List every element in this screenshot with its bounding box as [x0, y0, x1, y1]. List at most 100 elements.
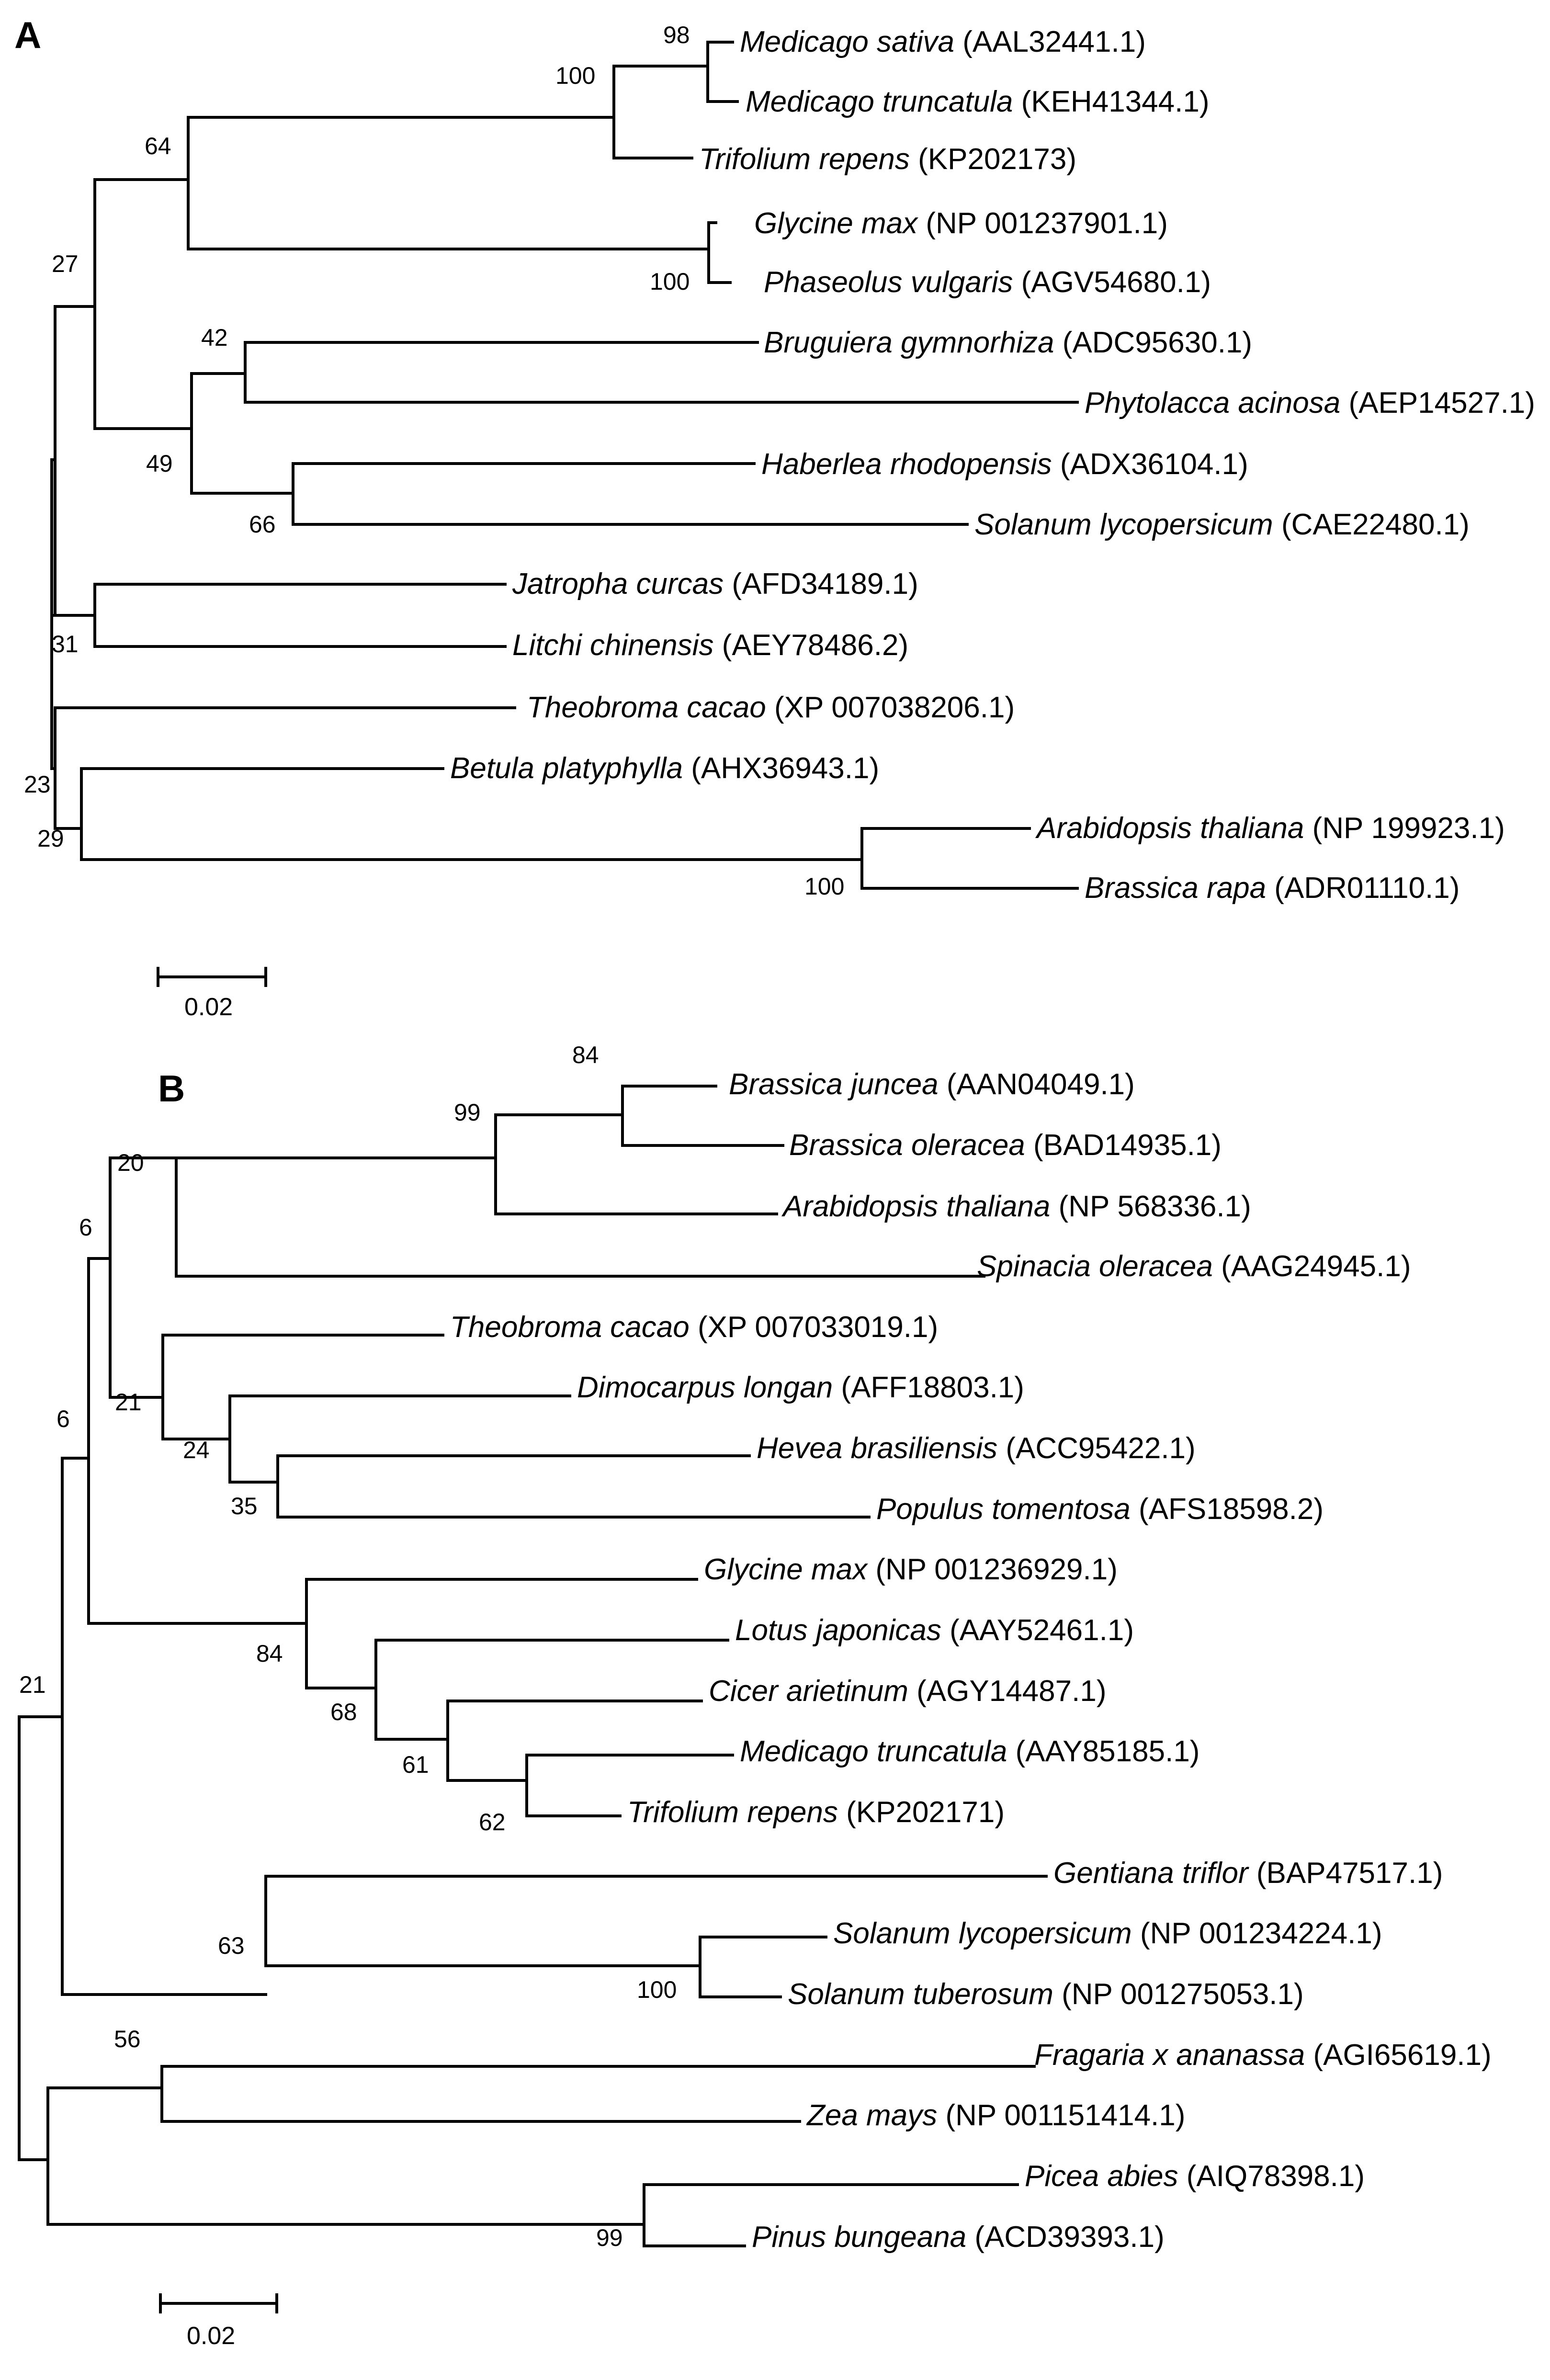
- support-value: 56: [114, 2026, 141, 2052]
- support-value: 35: [231, 1493, 258, 1519]
- tree-branch: [50, 706, 516, 830]
- tree-branch: [187, 116, 710, 250]
- support-value: 29: [37, 825, 64, 852]
- leaf-label: Phaseolus vulgaris (AGV54680.1): [764, 266, 1211, 299]
- tree-branch: [228, 1394, 571, 1484]
- leaf-label: Cicer arietinum (AGY14487.1): [709, 1675, 1106, 1708]
- leaf-label: Hevea brasiliensis (ACC95422.1): [757, 1432, 1196, 1465]
- leaf-label: Glycine max (NP 001236929.1): [704, 1553, 1118, 1586]
- leaf-label: Arabidopsis thaliana (NP 568336.1): [781, 1190, 1251, 1223]
- panel-b-label: B: [158, 1067, 185, 1110]
- leaf-label: Litchi chinensis (AEY78486.2): [512, 629, 908, 662]
- panel-b-leaf-labels: Brassica juncea (AAN04049.1) Brassica ol…: [450, 1068, 1492, 2254]
- panel-a-support-values: 98 100 64 27 100 42 49 66 31 23 29 100: [24, 22, 844, 900]
- tree-branch: [93, 583, 507, 648]
- leaf-label: Jatropha curcas (AFD34189.1): [512, 567, 918, 601]
- support-value: 21: [19, 1671, 46, 1698]
- leaf-label: Solanum tuberosum (NP 001275053.1): [788, 1978, 1304, 2011]
- tree-branch: [161, 1334, 444, 1440]
- leaf-label: Arabidopsis thaliana (NP 199923.1): [1035, 812, 1505, 845]
- tree-branch: [446, 1700, 703, 1782]
- leaf-label: Dimocarpus longan (AFF18803.1): [577, 1371, 1024, 1404]
- tree-branch: [860, 827, 1079, 890]
- tree-branch: [292, 462, 969, 526]
- support-value: 62: [479, 1809, 506, 1836]
- tree-branch: [494, 1113, 778, 1215]
- leaf-label: Picea abies (AIQ78398.1): [1025, 2160, 1365, 2193]
- tree-branch: [109, 1156, 164, 1399]
- tree-branch: [374, 1639, 729, 1741]
- support-value: 84: [572, 1042, 599, 1068]
- tree-branch: [621, 1085, 784, 1147]
- support-value: 42: [201, 324, 228, 351]
- leaf-label: Haberlea rhodopensis (ADX36104.1): [761, 448, 1248, 481]
- leaf-label: Medicago sativa (AAL32441.1): [740, 25, 1146, 58]
- support-value: 6: [57, 1405, 70, 1432]
- tree-branch: [18, 1715, 64, 2161]
- tree-branch: [264, 1875, 1048, 1967]
- tree-branch: [93, 178, 190, 430]
- panel-a-leaf-labels: Medicago sativa (AAL32441.1) Medicago tr…: [450, 25, 1535, 905]
- leaf-label: Solanum lycopersicum (CAE22480.1): [974, 508, 1470, 541]
- leaf-label: Theobroma cacao (XP 007033019.1): [450, 1311, 938, 1344]
- support-value: 24: [183, 1437, 210, 1463]
- support-value: 100: [804, 873, 844, 900]
- leaf-label: Populus tomentosa (AFS18598.2): [876, 1493, 1324, 1526]
- support-value: 61: [402, 1751, 429, 1778]
- tree-branch: [244, 341, 1079, 404]
- scale-bar-label: 0.02: [184, 993, 233, 1021]
- panel-a: A: [14, 14, 1535, 1021]
- tree-branch: [109, 1156, 178, 1278]
- tree-branch: [87, 1257, 308, 1625]
- support-value: 68: [330, 1699, 357, 1725]
- support-value: 99: [596, 2224, 623, 2251]
- panel-a-label: A: [14, 14, 41, 56]
- leaf-label: Betula platyphylla (AHX36943.1): [450, 752, 879, 785]
- tree-branch: [160, 2065, 1036, 2123]
- support-value: 27: [52, 250, 79, 277]
- leaf-label: Trifolium repens (KP202171): [627, 1796, 1005, 1829]
- tree-branch: [643, 2183, 1019, 2247]
- leaf-label: Brassica rapa (ADR01110.1): [1085, 872, 1459, 905]
- leaf-label: Bruguiera gymnorhiza (ADC95630.1): [764, 326, 1252, 359]
- tree-branch: [46, 2086, 645, 2226]
- leaf-label: Glycine max (NP 001237901.1): [754, 207, 1168, 240]
- tree-branch: [305, 1578, 698, 1689]
- leaf-label: Fragaria x ananassa (AGI65619.1): [1034, 2039, 1492, 2072]
- tree-branch: [80, 767, 863, 861]
- support-value: 100: [650, 268, 690, 295]
- support-value: 66: [249, 511, 276, 538]
- panel-a-scale-bar: 0.02: [157, 967, 267, 1021]
- tree-branch: [525, 1754, 734, 1817]
- support-value: 23: [24, 771, 51, 798]
- scale-bar-line: [157, 967, 267, 987]
- panel-a-branches: [50, 41, 1079, 890]
- leaf-label: Zea mays (NP 001151414.1): [806, 2099, 1185, 2132]
- tree-branch: [612, 65, 709, 159]
- panel-b-support-values: 84 99 20 6 6 21 21 24 35 84 68 61 62 63 …: [19, 1042, 677, 2251]
- tree-branch: [50, 583, 96, 648]
- support-value: 64: [145, 133, 171, 159]
- panel-b-scale-bar: 0.02: [159, 2293, 278, 2350]
- support-value: 100: [637, 1976, 677, 2003]
- tree-branch: [61, 1457, 267, 1996]
- leaf-label: Medicago truncatula (AAY85185.1): [740, 1735, 1199, 1768]
- tree-branch: [276, 1454, 871, 1519]
- tree-branch: [707, 221, 732, 284]
- support-value: 49: [146, 450, 173, 477]
- support-value: 6: [79, 1214, 92, 1241]
- tree-branch: [699, 1936, 827, 1998]
- support-value: 98: [663, 22, 690, 48]
- tree-branch: [50, 305, 96, 617]
- leaf-label: Phytolacca acinosa (AEP14527.1): [1085, 386, 1535, 419]
- leaf-label: Pinus bungeana (ACD39393.1): [752, 2221, 1165, 2254]
- tree-branch: [706, 41, 739, 103]
- tree-branch: [175, 1156, 985, 1278]
- leaf-label: Medicago truncatula (KEH41344.1): [746, 85, 1209, 118]
- scale-bar-line: [159, 2293, 278, 2313]
- leaf-label: Brassica oleracea (BAD14935.1): [789, 1129, 1222, 1162]
- leaf-label: Gentiana triflor (BAP47517.1): [1053, 1857, 1443, 1890]
- leaf-label: Trifolium repens (KP202173): [699, 143, 1076, 176]
- panel-b: B: [18, 1042, 1492, 2350]
